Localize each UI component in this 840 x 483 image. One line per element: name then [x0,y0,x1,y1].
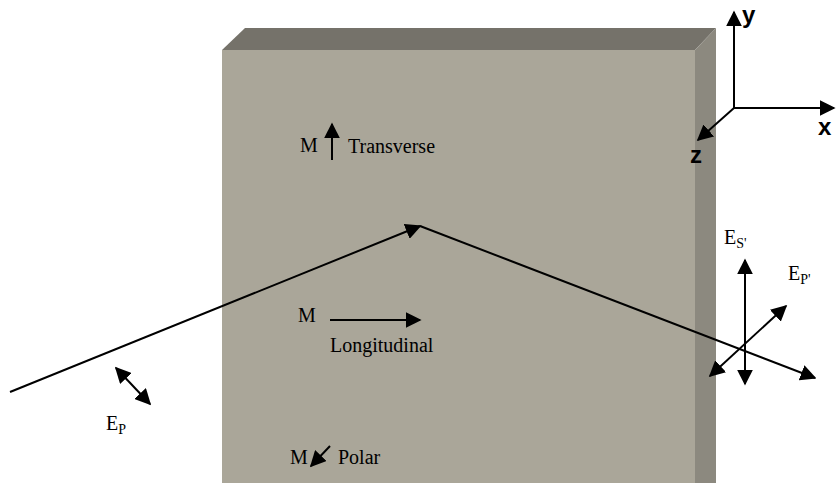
m-arrow [311,446,330,466]
incident-beam [10,226,420,392]
m-label: M [300,134,318,156]
field-label: EP' [788,262,811,287]
axis-label: x [818,114,831,140]
axis [698,108,734,140]
polarization-arrow [116,368,150,404]
m-label: M [290,446,308,468]
slab-side [695,28,716,483]
polarization-arrow [710,306,786,376]
axis [733,12,735,108]
m-arrow [331,124,333,160]
axis-label: z [690,142,702,168]
field-label: ES' [724,226,747,251]
field-label: EP [106,412,126,437]
polarization-arrow [744,260,746,384]
reflected-beam [420,226,815,378]
mode-label: Transverse [348,135,435,157]
slab-front [222,50,695,483]
m-label: M [298,304,316,326]
mode-label: Longitudinal [330,334,433,356]
slab-top [222,28,716,50]
axis [734,107,834,109]
m-arrow [330,319,420,321]
axis-label: y [742,2,755,28]
magnetic-slab: MTransverseMLongitudinalMPolar [222,50,695,483]
mode-label: Polar [338,446,380,468]
